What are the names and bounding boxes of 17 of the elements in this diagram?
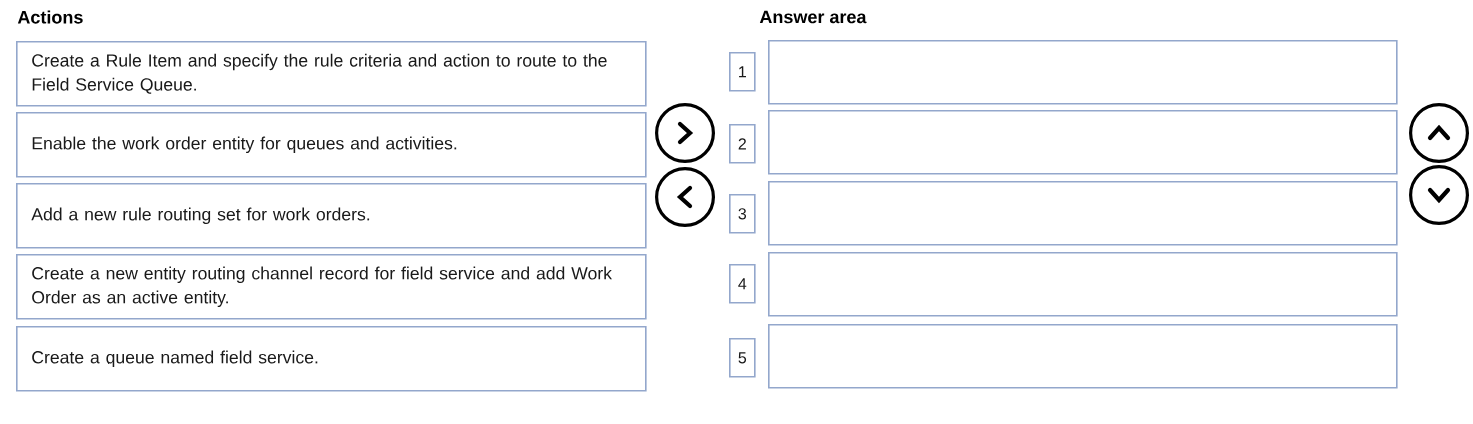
answer-box xyxy=(768,324,1398,389)
section-heading: Actions xyxy=(17,10,83,24)
step-number-box: 2 xyxy=(729,124,756,164)
step-number-box: 5 xyxy=(729,338,756,378)
action-box: Enable the work order entity for queues and activities. xyxy=(16,112,647,178)
answer-box xyxy=(768,110,1398,175)
action-box: Create a new entity routing channel record for field service and add Work Order as an active entity. xyxy=(16,254,647,320)
action-box: Add a new rule routing set for work orders. xyxy=(16,183,647,249)
answer-box xyxy=(768,252,1398,317)
action-box: Create a Rule Item and specify the rule criteria and action to route to the Field Service Queue. xyxy=(16,41,647,107)
step-number-box: 4 xyxy=(729,264,756,304)
step-number-box: 1 xyxy=(729,52,756,92)
answer-box xyxy=(768,40,1398,105)
answer-box xyxy=(768,181,1398,246)
action-box: Create a queue named field service. xyxy=(16,326,647,392)
section-heading: Answer area xyxy=(759,10,867,24)
step-number-box: 3 xyxy=(729,194,756,234)
